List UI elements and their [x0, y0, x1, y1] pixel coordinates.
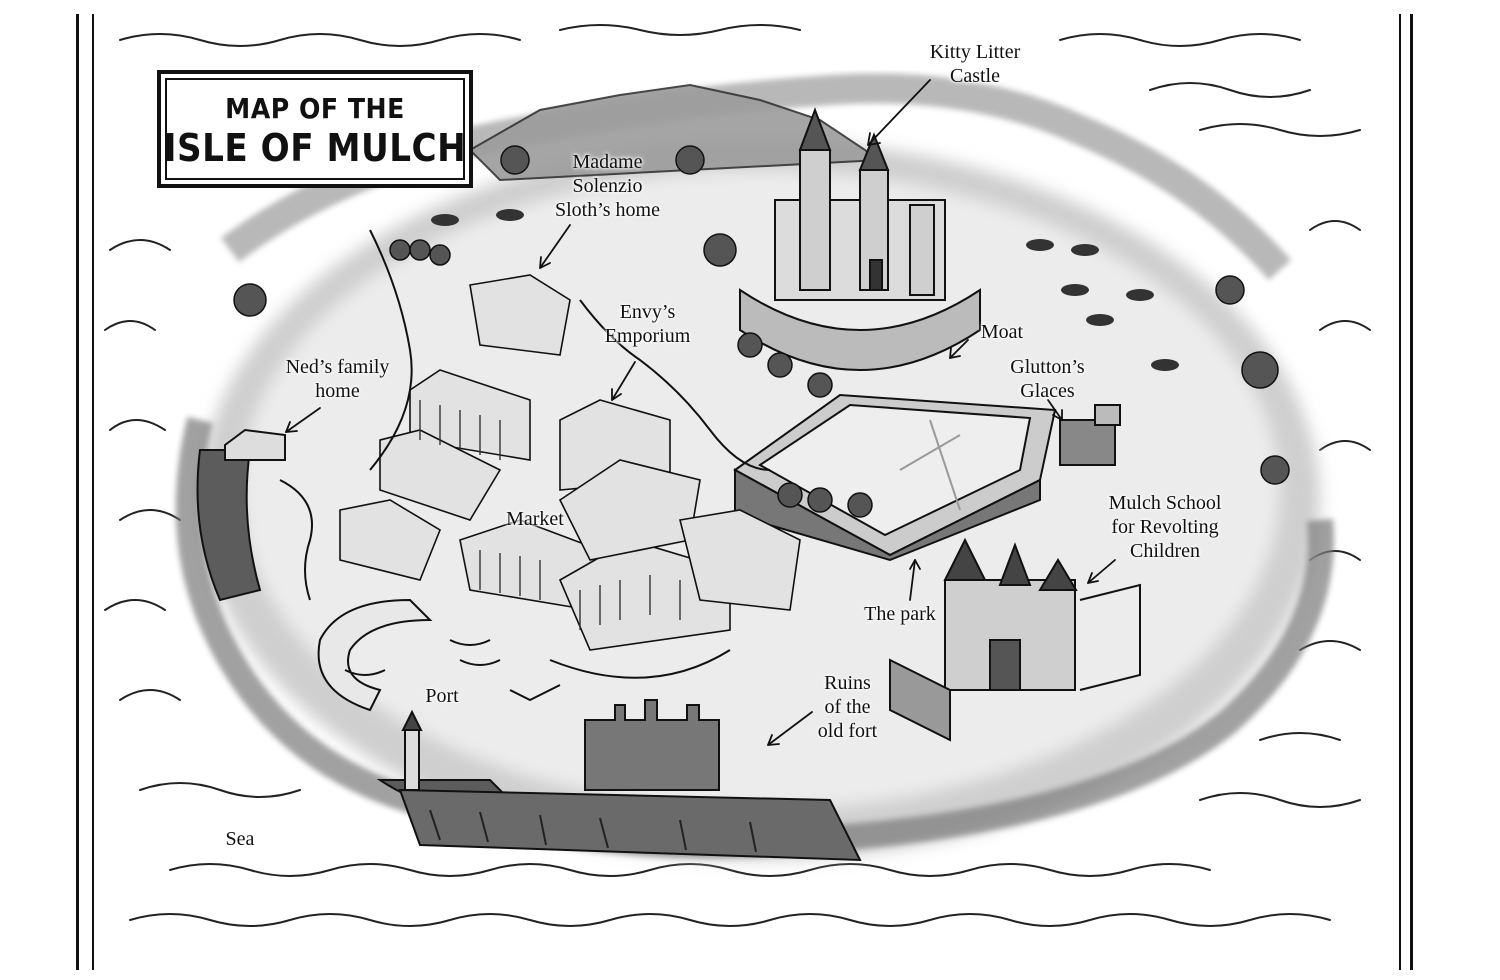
left-border-line — [76, 14, 79, 970]
label-arrows — [285, 79, 1116, 746]
sea-waves — [104, 24, 1371, 927]
label-kitty-litter-castle: Kitty Litter Castle — [929, 41, 1021, 87]
castle — [739, 107, 981, 371]
roads — [279, 229, 771, 679]
label-gluttons-glaces: Glutton’s Glaces — [1010, 356, 1085, 402]
town — [339, 274, 801, 651]
label-envys-emporium: Envy’s Emporium — [604, 301, 691, 347]
lighthouse — [401, 709, 423, 791]
map-title-box: MAP OF THE ISLE OF MULCH — [157, 70, 473, 188]
port — [317, 598, 561, 712]
label-mulch-school: Mulch School for Revolting Children — [1108, 492, 1222, 562]
left-border-line-inner — [92, 14, 94, 970]
label-market: Market — [506, 508, 564, 530]
mountains — [468, 83, 884, 182]
right-border-line — [1410, 14, 1413, 970]
label-sea: Sea — [225, 828, 255, 850]
label-ruins-old-fort: Ruins of the old fort — [817, 672, 878, 742]
cows — [431, 209, 1179, 371]
trees — [233, 145, 1290, 518]
map-title-line1: MAP OF THE — [225, 92, 405, 125]
label-neds-family-home: Ned’s family home — [285, 356, 390, 402]
school — [889, 537, 1141, 742]
neds-home — [224, 428, 286, 461]
label-madame-sloth-home: Madame Solenzio Sloth’s home — [554, 151, 660, 221]
right-border-line-inner — [1399, 14, 1401, 970]
south-cliffs — [398, 788, 862, 862]
label-the-park: The park — [864, 603, 936, 625]
label-port: Port — [425, 685, 459, 707]
fort-ruins — [584, 699, 720, 791]
label-moat: Moat — [980, 321, 1024, 343]
map-title-line2: ISLE OF MULCH — [163, 126, 467, 170]
gluttons-glaces-van — [1059, 404, 1121, 466]
town-roof-lines — [419, 400, 681, 630]
